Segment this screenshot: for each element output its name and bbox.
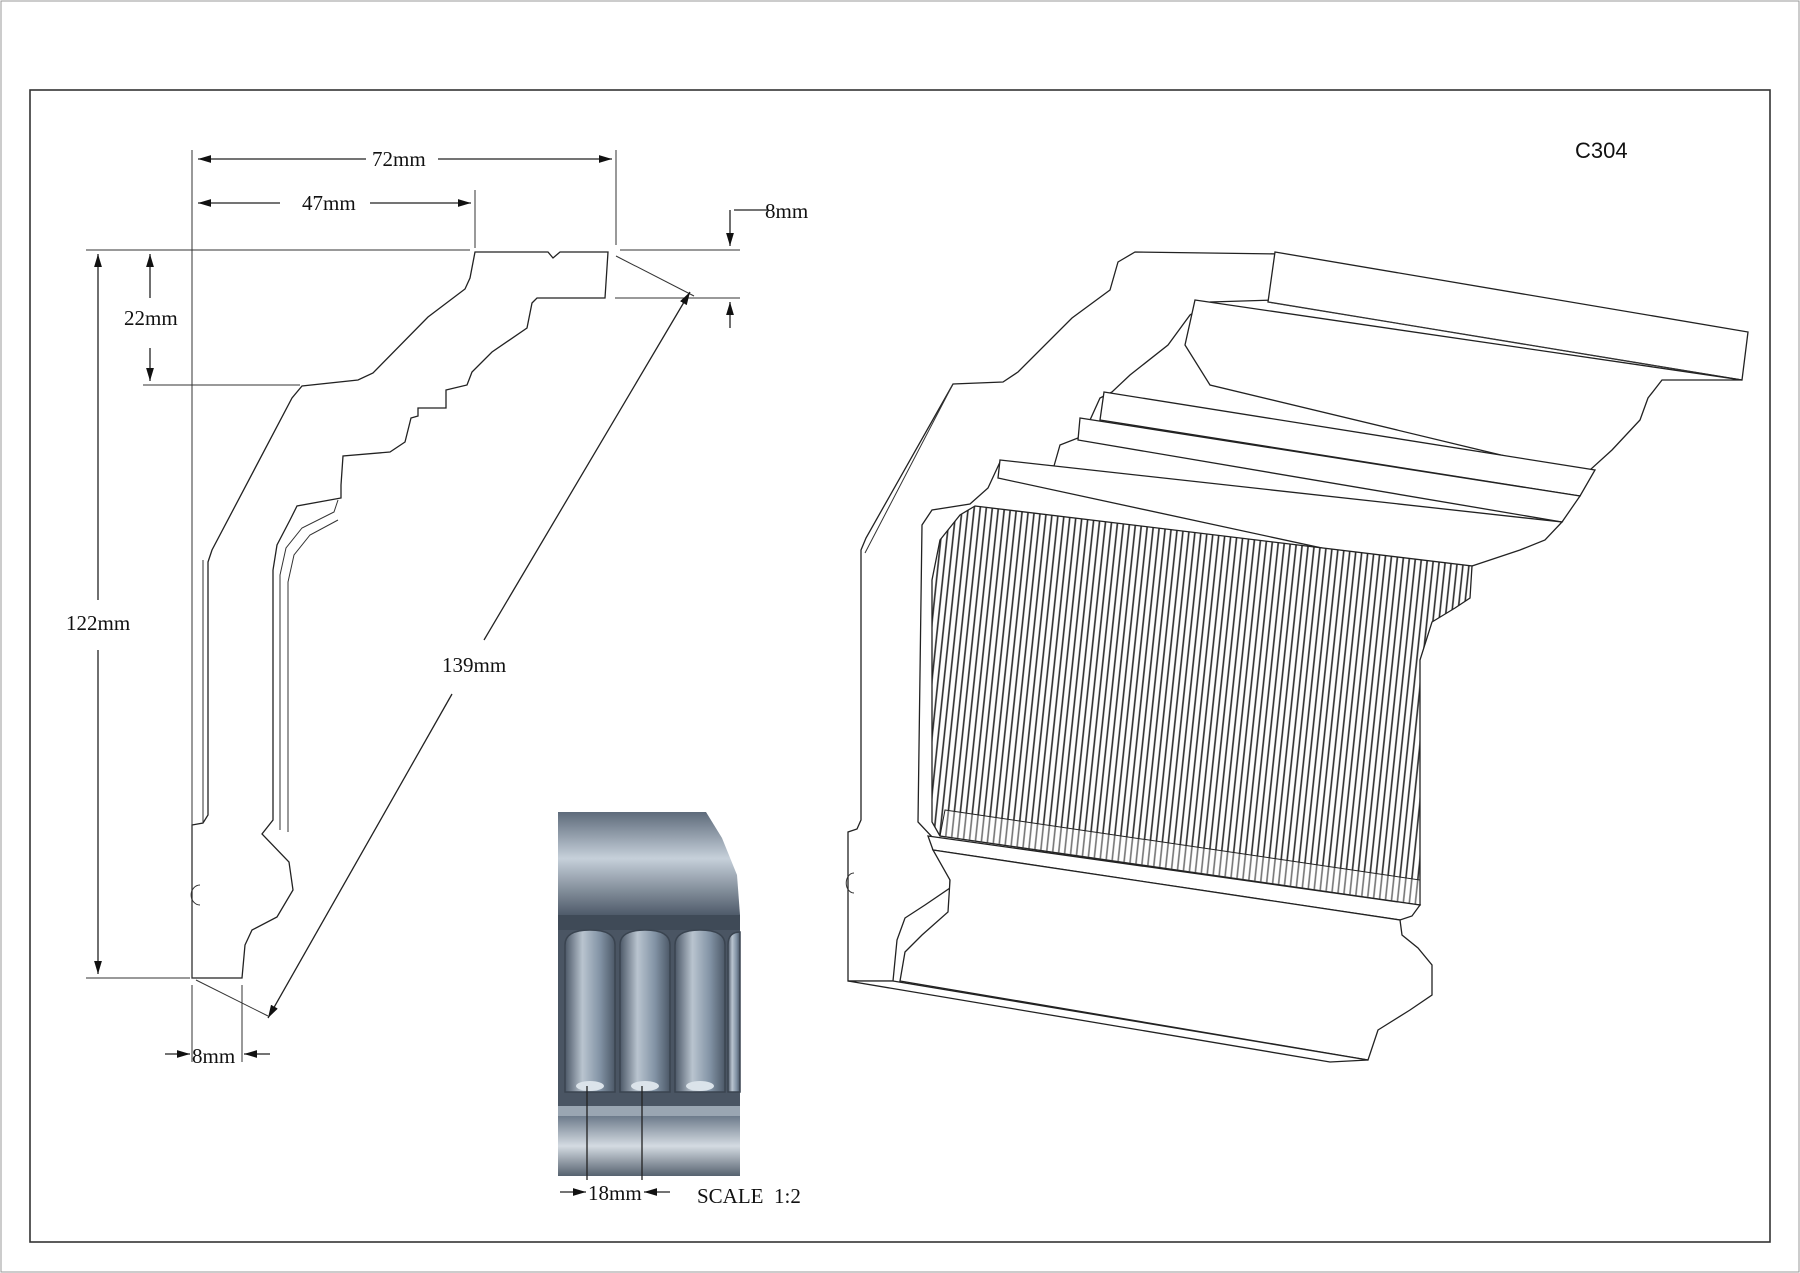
enrichment-detail-render: 18mm [558,812,741,1205]
dim-72mm: 72mm [372,147,426,171]
dim-bottom-8mm: 8mm [192,1044,235,1068]
scale-label: SCALE 1:2 [697,1184,801,1208]
dim-22mm: 22mm [124,306,178,330]
dim-122mm: 122mm [66,611,130,635]
dim-top-8mm: 8mm [765,199,808,223]
flute-row [564,929,741,1093]
product-code: C304 [1575,138,1628,163]
dimension-labels: 72mm 47mm 8mm 22mm 122mm 139mm 8mm [66,147,808,1068]
dim-139mm: 139mm [442,653,506,677]
drawing-frame [29,89,1771,1243]
isometric-view [845,251,1749,1063]
profile-dimensions [86,150,768,1062]
dim-18mm: 18mm [588,1181,642,1205]
cross-section-profile [190,251,609,979]
dim-47mm: 47mm [302,191,356,215]
